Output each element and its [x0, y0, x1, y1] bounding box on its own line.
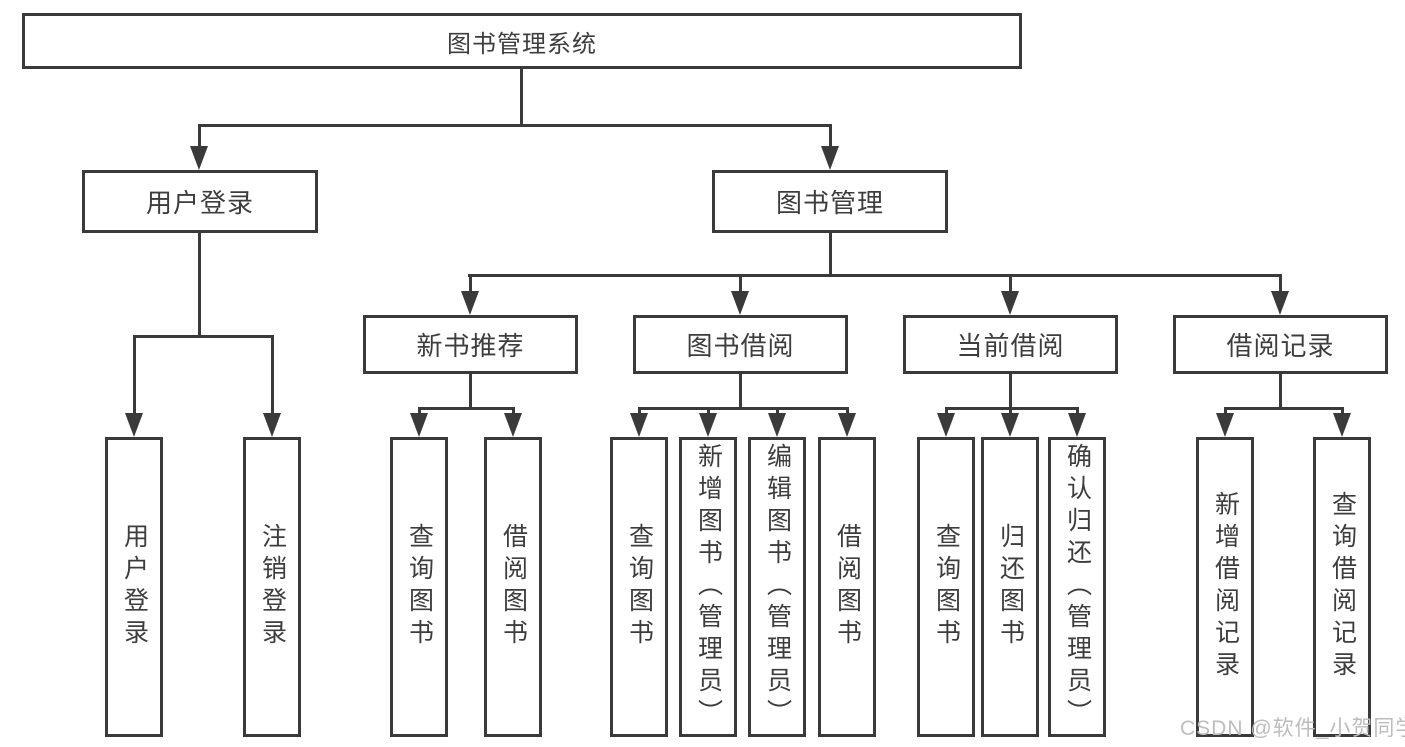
connector-line [776, 407, 779, 417]
connector-line [707, 407, 710, 417]
arrowhead-icon [1001, 291, 1019, 315]
leaf-query-books-1: 查询图书 [390, 437, 448, 737]
arrowhead-icon [768, 413, 786, 437]
connector-line [198, 233, 201, 338]
arrowhead-icon [410, 413, 428, 437]
connector-line [945, 407, 1079, 410]
node-library-system: 图书管理系统 [22, 13, 1022, 69]
connector-line [1224, 407, 1344, 410]
leaf-return-book: 归还图书 [981, 437, 1039, 737]
connector-line [638, 407, 849, 410]
connector-line [271, 335, 274, 417]
node-borrow-records: 借阅记录 [1173, 315, 1388, 374]
arrowhead-icon [190, 146, 208, 170]
leaf-edit-book-admin: 编辑图书（管理员） [748, 437, 806, 737]
leaf-user-login: 用户登录 [105, 437, 163, 737]
arrowhead-icon [263, 413, 281, 437]
connector-line [418, 407, 515, 410]
arrowhead-icon [821, 146, 839, 170]
connector-line [638, 407, 641, 417]
leaf-add-book-admin: 新增图书（管理员） [679, 437, 737, 737]
arrowhead-icon [838, 413, 856, 437]
leaf-query-books-3: 查询图书 [917, 437, 975, 737]
connector-line [1076, 407, 1079, 417]
connector-line [198, 124, 201, 150]
node-current-borrow: 当前借阅 [903, 315, 1118, 374]
arrowhead-icon [731, 291, 749, 315]
leaf-query-borrow-record: 查询借阅记录 [1313, 437, 1371, 737]
arrowhead-icon [1271, 291, 1289, 315]
leaf-borrow-books-1: 借阅图书 [484, 437, 542, 737]
arrowhead-icon [125, 413, 143, 437]
connector-line [468, 274, 1282, 277]
leaf-query-books-2: 查询图书 [610, 437, 668, 737]
arrowhead-icon [1001, 413, 1019, 437]
arrowhead-icon [461, 291, 479, 315]
arrowhead-icon [504, 413, 522, 437]
connector-line [133, 335, 274, 338]
connector-line [133, 335, 136, 417]
connector-line [739, 372, 742, 410]
connector-line [1009, 274, 1012, 294]
node-user-login: 用户登录 [82, 170, 318, 233]
connector-line [1009, 407, 1012, 417]
arrowhead-icon [1333, 413, 1351, 437]
leaf-borrow-books-2: 借阅图书 [818, 437, 876, 737]
node-book-management: 图书管理 [712, 170, 948, 233]
connector-line [1279, 274, 1282, 294]
arrowhead-icon [630, 413, 648, 437]
connector-line [1224, 407, 1227, 417]
arrowhead-icon [1216, 413, 1234, 437]
connector-line [829, 233, 832, 277]
arrowhead-icon [937, 413, 955, 437]
connector-line [739, 274, 742, 294]
leaf-logout: 注销登录 [243, 437, 301, 737]
connector-line [1009, 372, 1012, 410]
arrowhead-icon [1068, 413, 1086, 437]
arrowhead-icon [699, 413, 717, 437]
connector-line [945, 407, 948, 417]
connector-line [1341, 407, 1344, 417]
connector-line [512, 407, 515, 417]
connector-line [1279, 372, 1282, 410]
connector-line [469, 274, 472, 294]
leaf-confirm-return-admin: 确认归还（管理员） [1048, 437, 1106, 737]
connector-line [520, 69, 523, 127]
node-new-book-recommend: 新书推荐 [363, 315, 578, 374]
connector-line [846, 407, 849, 417]
node-book-borrow: 图书借阅 [633, 315, 848, 374]
connector-line [469, 372, 472, 410]
leaf-add-borrow-record: 新增借阅记录 [1196, 437, 1254, 737]
connector-line [198, 124, 832, 127]
connector-line [829, 124, 832, 150]
connector-line [418, 407, 421, 417]
